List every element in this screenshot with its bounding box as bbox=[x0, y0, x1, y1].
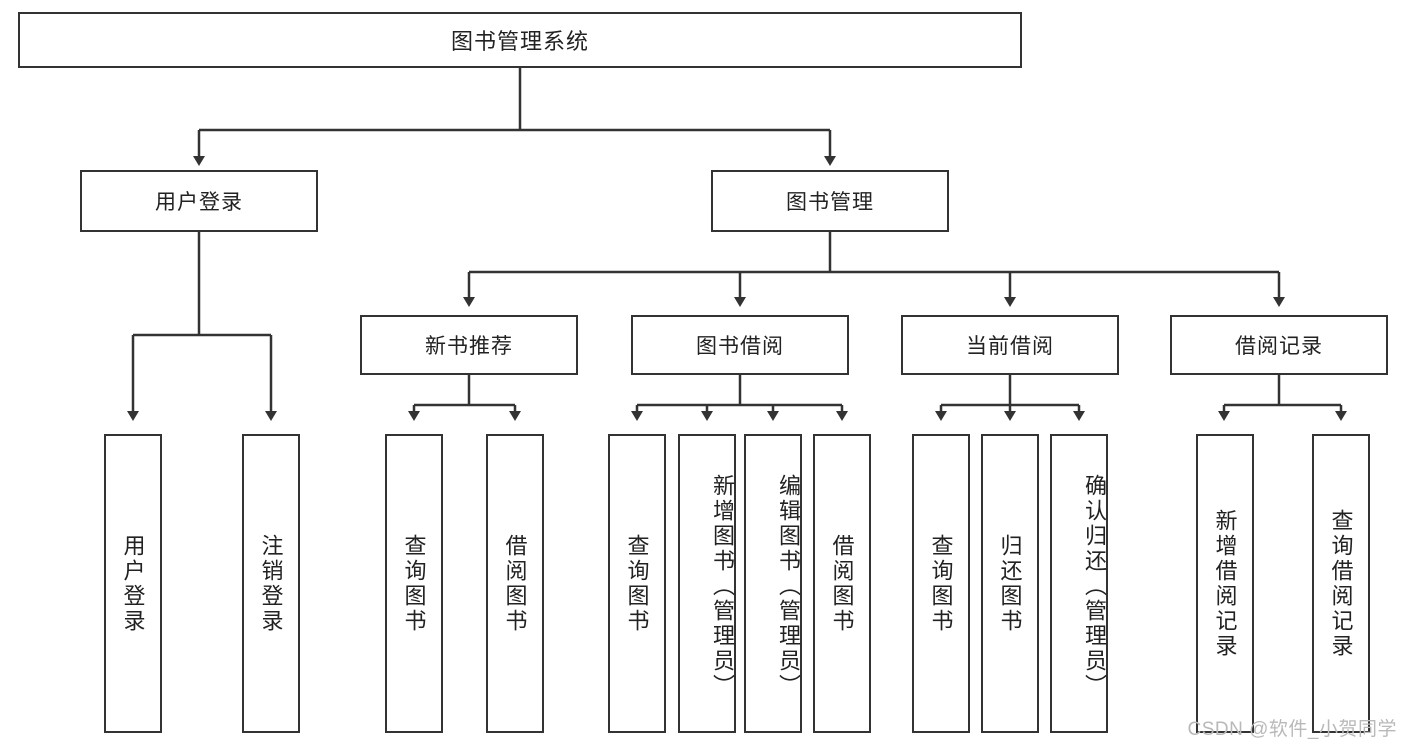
node-root-label: 图书管理系统 bbox=[450, 29, 589, 54]
leaf-borrow-borrow-book-label: 借阅图书 bbox=[829, 533, 855, 634]
leaf-borrow-edit-book[interactable]: 编辑图书（管理员） bbox=[744, 434, 802, 733]
leaf-recommend-query-book[interactable]: 查询图书 bbox=[385, 434, 443, 733]
node-book-borrow[interactable]: 图书借阅 bbox=[631, 315, 849, 375]
leaf-record-query[interactable]: 查询借阅记录 bbox=[1312, 434, 1370, 733]
leaf-record-add-label: 新增借阅记录 bbox=[1212, 508, 1238, 659]
leaf-user-login-label: 用户登录 bbox=[120, 533, 146, 634]
leaf-borrow-edit-book-label: 编辑图书（管理员） bbox=[776, 474, 801, 699]
leaf-recommend-query-book-label: 查询图书 bbox=[401, 533, 427, 634]
leaf-record-add[interactable]: 新增借阅记录 bbox=[1196, 434, 1254, 733]
node-user-login-label: 用户登录 bbox=[155, 191, 243, 214]
leaf-current-confirm-return-label: 确认归还（管理员） bbox=[1082, 474, 1107, 699]
leaf-user-login[interactable]: 用户登录 bbox=[104, 434, 162, 733]
node-current-borrow[interactable]: 当前借阅 bbox=[901, 315, 1119, 375]
leaf-current-query-book[interactable]: 查询图书 bbox=[912, 434, 970, 733]
node-book-borrow-label: 图书借阅 bbox=[696, 335, 784, 358]
node-current-borrow-label: 当前借阅 bbox=[966, 335, 1054, 358]
leaf-borrow-query-book-label: 查询图书 bbox=[624, 533, 650, 634]
node-new-book-recommend-label: 新书推荐 bbox=[425, 335, 513, 358]
node-user-login[interactable]: 用户登录 bbox=[80, 170, 318, 232]
leaf-borrow-query-book[interactable]: 查询图书 bbox=[608, 434, 666, 733]
leaf-borrow-borrow-book[interactable]: 借阅图书 bbox=[813, 434, 871, 733]
node-new-book-recommend[interactable]: 新书推荐 bbox=[360, 315, 578, 375]
leaf-logout-label: 注销登录 bbox=[258, 533, 284, 634]
watermark: CSDN @软件_小贺同学 bbox=[1187, 719, 1397, 740]
node-borrow-record[interactable]: 借阅记录 bbox=[1170, 315, 1388, 375]
leaf-recommend-borrow-book-label: 借阅图书 bbox=[502, 533, 528, 634]
node-book-management-label: 图书管理 bbox=[786, 191, 874, 214]
leaf-record-query-label: 查询借阅记录 bbox=[1328, 508, 1354, 659]
leaf-recommend-borrow-book[interactable]: 借阅图书 bbox=[486, 434, 544, 733]
leaf-borrow-add-book[interactable]: 新增图书（管理员） bbox=[678, 434, 736, 733]
leaf-current-confirm-return[interactable]: 确认归还（管理员） bbox=[1050, 434, 1108, 733]
leaf-borrow-add-book-label: 新增图书（管理员） bbox=[710, 474, 735, 699]
leaf-current-return-book-label: 归还图书 bbox=[997, 533, 1023, 634]
node-borrow-record-label: 借阅记录 bbox=[1235, 335, 1323, 358]
leaf-current-return-book[interactable]: 归还图书 bbox=[981, 434, 1039, 733]
leaf-logout[interactable]: 注销登录 bbox=[242, 434, 300, 733]
node-book-management[interactable]: 图书管理 bbox=[711, 170, 949, 232]
leaf-current-query-book-label: 查询图书 bbox=[928, 533, 954, 634]
node-root[interactable]: 图书管理系统 bbox=[18, 12, 1022, 68]
